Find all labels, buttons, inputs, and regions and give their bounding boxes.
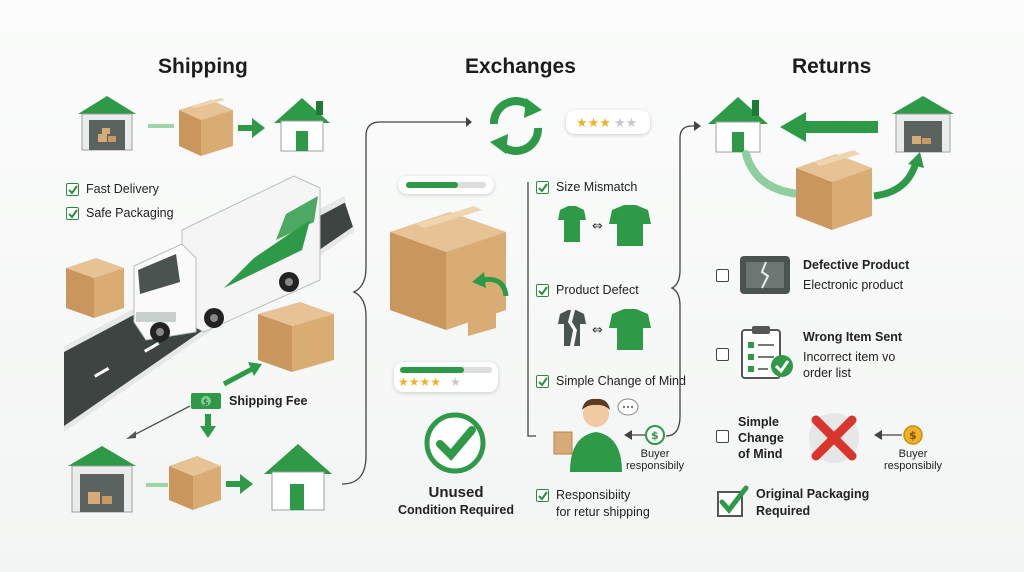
star-rating-icon: ★★★ ★★	[576, 116, 637, 131]
tshirt-swap-icon: ⇔	[558, 205, 651, 246]
defective-title: Defective Product	[803, 258, 910, 272]
flow-line	[146, 483, 168, 487]
reason-label: Size Mismatch	[556, 180, 638, 194]
reason-label: Simple Change of Mind	[556, 374, 686, 388]
shipping-title: Shipping	[158, 55, 248, 78]
returns-title: Returns	[792, 55, 872, 78]
check-icon	[536, 283, 549, 297]
house-icon	[708, 97, 768, 153]
shipping-fee-label: Shipping Fee	[229, 394, 308, 408]
svg-text:★: ★	[450, 375, 461, 389]
buyer-responsibility-label: Buyer responsibily	[625, 448, 685, 472]
rating-progress-bubble: ★★★★ ★	[394, 362, 498, 392]
arrow-left-icon	[874, 430, 902, 440]
flow-line	[148, 124, 174, 128]
wrong-item-sub-line2: order list	[803, 366, 851, 380]
svg-text:$: $	[909, 429, 917, 442]
warehouse-icon	[78, 96, 136, 151]
curved-arrow-icon	[873, 152, 924, 200]
reasons-bracket	[527, 182, 536, 437]
person-icon	[553, 398, 622, 472]
check-icon	[66, 182, 79, 196]
responsibility-label: Responsibiity	[556, 488, 631, 502]
checkmark-circle-icon	[424, 412, 486, 474]
wrong-item-sub-line1: Incorrect item vo	[803, 350, 896, 364]
connector-bracket	[665, 121, 701, 437]
svg-text:$: $	[203, 398, 209, 408]
svg-text:★★★: ★★★	[576, 116, 611, 131]
feature-safe-packaging: Safe Packaging	[66, 206, 174, 220]
gold-coin-icon: $	[903, 425, 923, 445]
progress-bubble	[398, 176, 494, 194]
curved-arrow-icon	[742, 150, 804, 198]
package-icon	[66, 258, 124, 318]
package-icon	[179, 98, 233, 156]
money-icon: $	[191, 393, 221, 409]
check-icon	[536, 488, 549, 502]
reason-product-defect: Product Defect	[536, 283, 639, 297]
rating-bubble: ★★★ ★★	[566, 110, 650, 134]
checkbox-change-of-mind[interactable]	[716, 430, 729, 443]
shipping-fee: $ Shipping Fee	[190, 392, 307, 410]
house-icon	[264, 444, 332, 511]
change-of-mind-line3: of Mind	[738, 447, 783, 461]
change-of-mind-line2: Change	[738, 431, 784, 445]
house-icon	[274, 98, 330, 152]
star-rating-icon: ★★★★ ★	[398, 375, 461, 389]
packaging-line1: Original Packaging	[756, 487, 870, 501]
package-icon	[169, 456, 221, 510]
warehouse-icon	[68, 446, 136, 513]
packaging-line2: Required	[756, 504, 811, 518]
check-icon	[536, 374, 549, 388]
svg-text:⇔: ⇔	[592, 323, 603, 338]
change-of-mind-label: Simple Change of Mind	[738, 414, 784, 462]
coin-icon: $	[645, 425, 665, 445]
exchanges-title: Exchanges	[465, 55, 576, 78]
wrong-item-title: Wrong Item Sent	[803, 330, 903, 344]
reason-change-of-mind: Simple Change of Mind	[536, 374, 686, 388]
check-icon	[66, 206, 79, 220]
package-icon	[796, 150, 872, 230]
checklist-icon	[741, 326, 793, 379]
arrow-down-icon	[200, 414, 216, 438]
check-icon	[536, 180, 549, 194]
arrow-right-icon	[226, 474, 253, 494]
svg-text:★★: ★★	[614, 116, 637, 131]
flow-arrow	[126, 405, 191, 439]
checkbox-wrong-item[interactable]	[716, 348, 729, 361]
reason-label: Product Defect	[556, 283, 639, 297]
broken-device-icon	[740, 256, 790, 294]
package-icon	[258, 302, 334, 372]
arrow-left-green-icon	[780, 112, 878, 142]
feature-fast-delivery: Fast Delivery	[66, 182, 159, 196]
feature-label: Safe Packaging	[86, 206, 174, 220]
road-truck-illustration	[64, 175, 354, 432]
speech-bubble-icon	[617, 398, 639, 416]
reject-cross-icon	[809, 413, 859, 463]
buyer-responsibility-label: Buyer responsibily	[883, 448, 943, 472]
defect-swap-icon: ⇔	[558, 309, 651, 350]
unused-label: Unused	[428, 484, 484, 501]
defective-sub: Electronic product	[803, 278, 904, 292]
connector-bracket	[341, 117, 472, 485]
arrow-right-icon	[238, 118, 265, 138]
reason-size-mismatch: Size Mismatch	[536, 180, 637, 194]
package-exchange-icon	[390, 206, 509, 336]
unused-condition: Unused Condition Required	[396, 484, 516, 517]
svg-text:★★★★: ★★★★	[398, 375, 441, 389]
change-of-mind-line1: Simple	[738, 415, 779, 429]
condition-label: Condition Required	[398, 503, 514, 517]
checked-box-icon	[717, 485, 749, 517]
svg-text:$: $	[651, 429, 659, 442]
arrow-up-right-icon	[222, 362, 262, 387]
refresh-icon	[490, 97, 542, 155]
feature-label: Fast Delivery	[86, 182, 159, 196]
svg-text:⇔: ⇔	[592, 219, 603, 234]
warehouse-icon	[892, 96, 954, 153]
return-shipping-responsibility: Responsibiity for retur shipping	[536, 488, 650, 519]
responsibility-sub-label: for retur shipping	[556, 505, 650, 519]
checkbox-defective[interactable]	[716, 269, 729, 282]
